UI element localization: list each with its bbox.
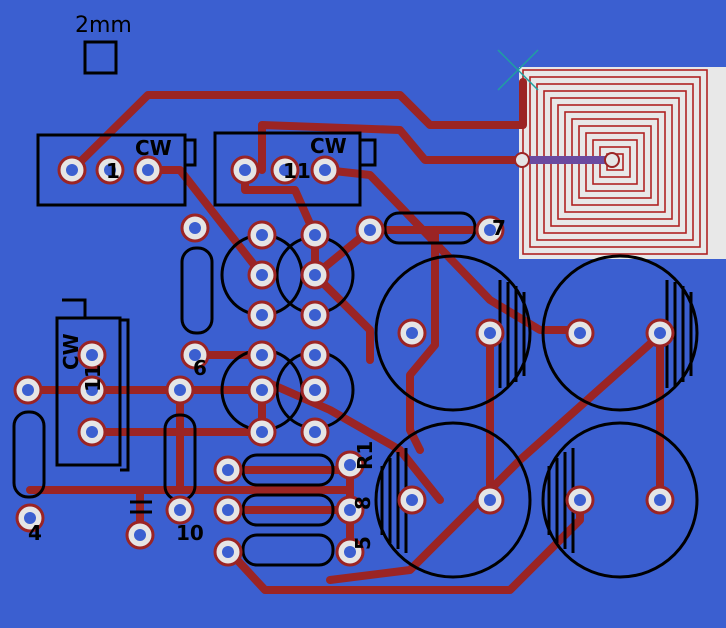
crosshair-icon — [497, 49, 539, 91]
pot-side-pin-label: 11 — [81, 364, 105, 392]
pot-mid-cw-label: CW — [310, 134, 347, 158]
pad-drill — [256, 309, 268, 321]
pot-left-outline — [36, 133, 187, 207]
pad-drill — [319, 164, 331, 176]
pad-drill — [484, 494, 496, 506]
pad-drill — [134, 529, 146, 541]
pad-drill — [222, 546, 234, 558]
resistor-r1 — [241, 453, 335, 487]
trace — [326, 331, 664, 584]
pad-drill — [22, 384, 34, 396]
pot-left-cw-label: CW — [135, 136, 172, 160]
resistor-r5 — [241, 533, 335, 567]
resistor-bottom-label: 10 — [176, 521, 204, 545]
pot-side-outline — [55, 316, 122, 467]
resistor-r8 — [241, 493, 335, 527]
trace — [321, 166, 584, 334]
pot-left-pin-label: 1 — [106, 159, 120, 183]
pad-drill — [86, 384, 98, 396]
pad-drill — [344, 504, 356, 516]
pad-drill — [256, 384, 268, 396]
pad-drill — [174, 504, 186, 516]
pad-drill — [309, 349, 321, 361]
pot-side-cw-label: CW — [59, 333, 83, 370]
pad-drill — [574, 494, 586, 506]
pad-drill — [189, 349, 201, 361]
pad-drill — [309, 384, 321, 396]
pad-drill — [104, 164, 116, 176]
pad-drill — [309, 269, 321, 281]
pad-drill — [222, 504, 234, 516]
pad-drill — [222, 464, 234, 476]
scale-label: 2mm — [75, 13, 132, 38]
pad-drill — [256, 349, 268, 361]
trace — [258, 376, 444, 504]
pad-drill — [66, 164, 78, 176]
pad-drill — [484, 224, 496, 236]
pot-mid-pin-label: 11 — [283, 159, 311, 183]
coil-area — [519, 67, 726, 259]
pad-drill — [406, 327, 418, 339]
pad-drill — [142, 164, 154, 176]
pad-drill — [344, 459, 356, 471]
capacitor-3 — [374, 421, 532, 579]
coil-via — [514, 152, 530, 168]
resistor-far-left — [12, 410, 46, 499]
pad-drill — [24, 512, 36, 524]
resistor-r8-label: 8 — [351, 496, 375, 510]
spiral-coil-icon — [522, 69, 708, 255]
pad-drill — [256, 269, 268, 281]
resistor-top-right — [383, 211, 477, 245]
resistor-left-vertical — [180, 246, 214, 335]
pad-drill — [344, 546, 356, 558]
pad-drill — [86, 426, 98, 438]
resistor-far-left-label: 4 — [28, 521, 42, 545]
pad-drill — [309, 229, 321, 241]
resistor-r1-label: R1 — [353, 441, 377, 470]
capacitor-1 — [374, 254, 532, 412]
pad-drill — [364, 224, 376, 236]
capacitor-2 — [541, 254, 699, 412]
pad-drill — [239, 164, 251, 176]
pad-drill — [574, 327, 586, 339]
pad-drill — [256, 426, 268, 438]
pad-drill — [309, 426, 321, 438]
pad-drill — [279, 164, 291, 176]
resistor-left-label: 6 — [193, 356, 207, 380]
pad-drill — [309, 309, 321, 321]
scale-box — [83, 40, 118, 75]
pad-drill — [484, 327, 496, 339]
capacitor-4 — [541, 421, 699, 579]
trace — [68, 78, 527, 174]
pad-drill — [174, 384, 186, 396]
resistor-r5-label: 5 — [351, 536, 375, 550]
pad-drill — [654, 494, 666, 506]
pad-drill — [654, 327, 666, 339]
copper-traces — [24, 78, 664, 594]
pad-drill — [86, 349, 98, 361]
trace — [258, 121, 524, 174]
trace — [406, 226, 439, 454]
pot-mid-outline — [213, 131, 362, 207]
pads — [13, 152, 675, 567]
pad-drill — [406, 494, 418, 506]
pad-drill — [256, 229, 268, 241]
resistor-top-right-label: 7 — [492, 216, 506, 240]
coil-via — [604, 152, 620, 168]
pad-drill — [189, 222, 201, 234]
